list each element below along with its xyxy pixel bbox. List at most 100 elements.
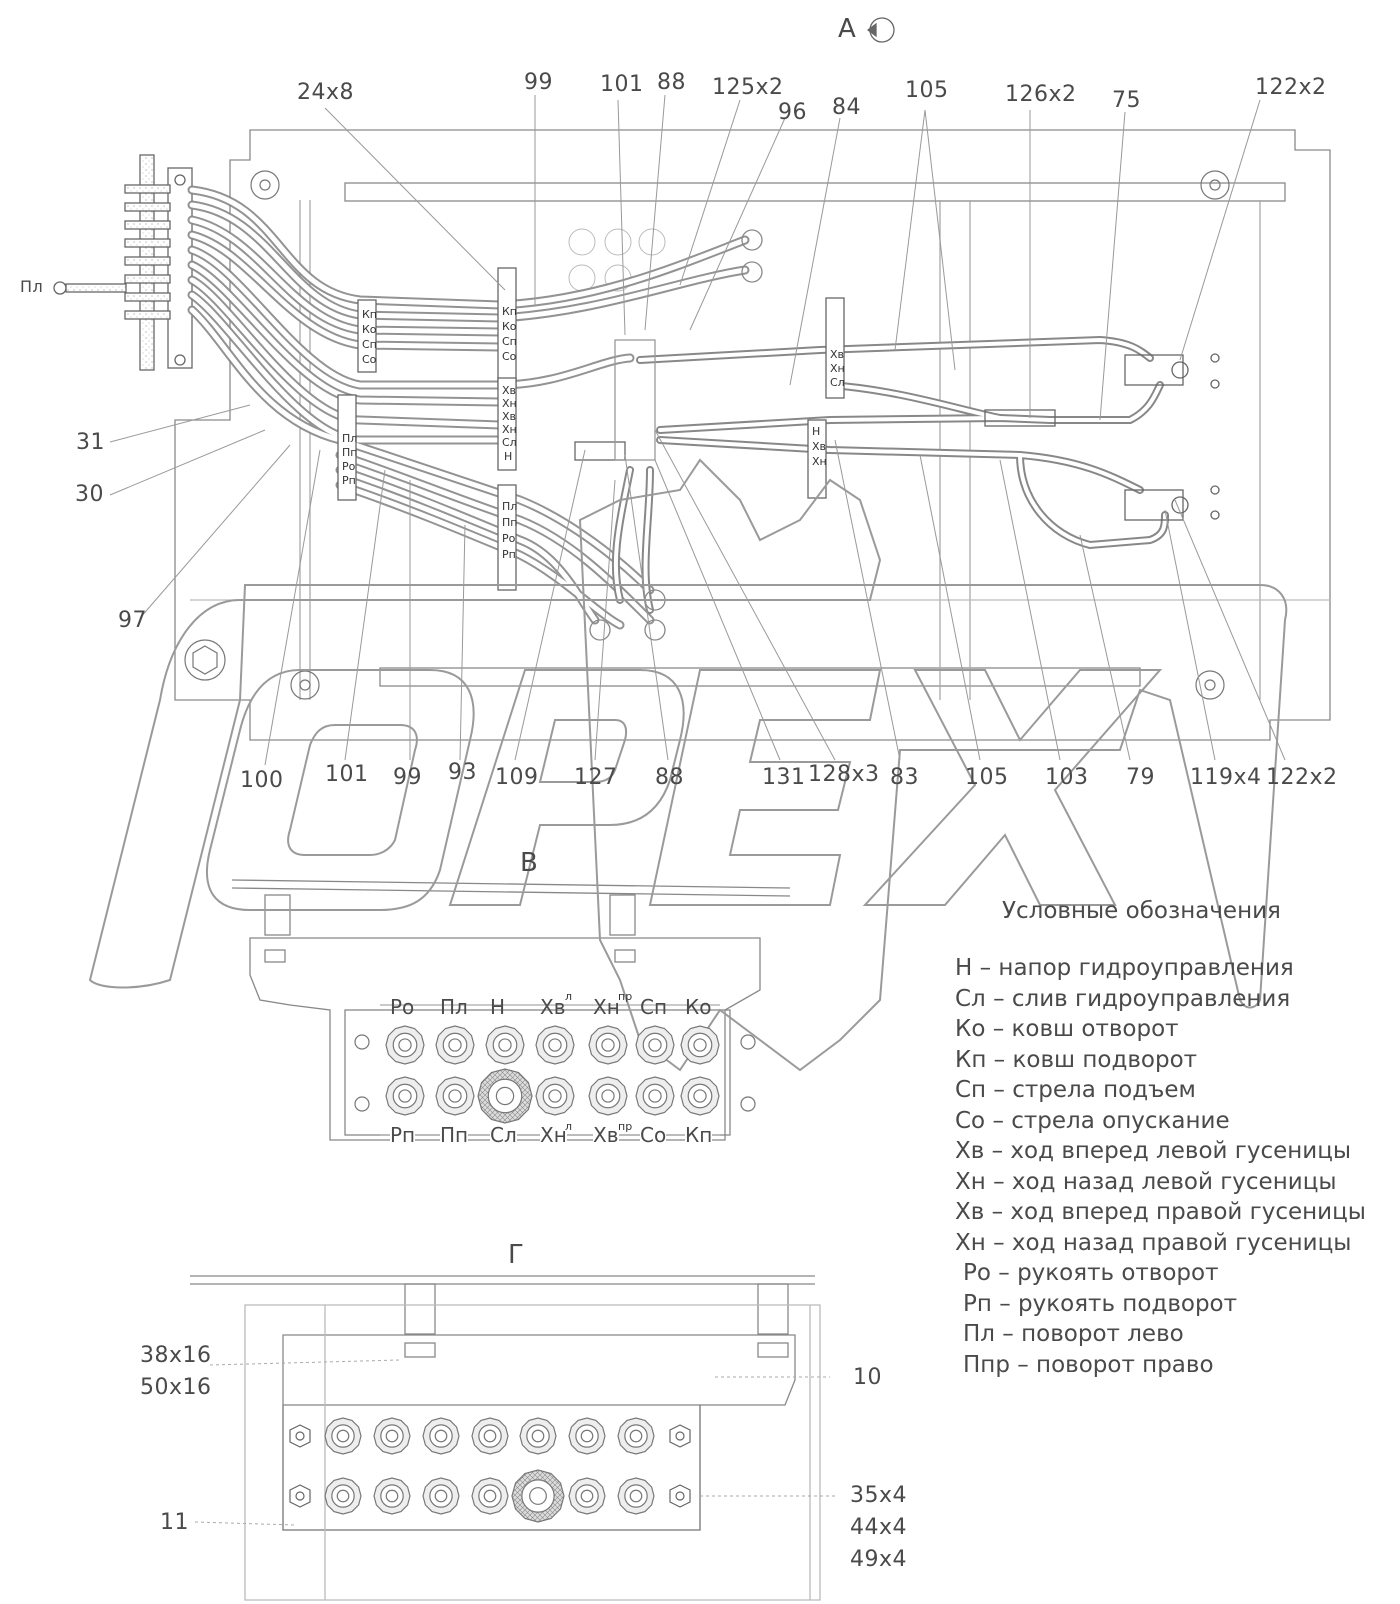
port-label-bottom: Со xyxy=(640,1123,667,1147)
block-tag: Хн xyxy=(502,423,517,436)
callout: 10 xyxy=(853,1365,882,1390)
block-tag: Хн xyxy=(830,362,845,375)
watermark-logo xyxy=(88,458,1288,1072)
block-tag: Со xyxy=(362,353,377,366)
callout: 97 xyxy=(118,608,147,633)
port-label-bottom: Сл xyxy=(490,1123,517,1147)
callout: 119x4 xyxy=(1190,765,1262,790)
block-tag: Хн xyxy=(502,397,517,410)
callout: 105 xyxy=(905,78,949,103)
callout: 30 xyxy=(75,482,104,507)
legend-item: Хв – ход вперед правой гусеницы xyxy=(955,1199,1366,1225)
legend-item: Сп – стрела подъем xyxy=(955,1077,1196,1103)
right-valves xyxy=(574,339,1220,521)
port-label-sup: пр xyxy=(618,990,633,1003)
port-label-bottom: Кп xyxy=(685,1123,713,1147)
port-label-top: Сп xyxy=(640,995,668,1019)
legend-item: Сл – слив гидроуправления xyxy=(955,985,1291,1012)
callout: 79 xyxy=(1126,765,1155,790)
port-label-top: Пл xyxy=(440,995,468,1019)
callout: 44x4 xyxy=(850,1515,908,1540)
legend-title: Условные обозначения xyxy=(1002,898,1281,924)
callout: 125x2 xyxy=(712,75,784,100)
legend-item: Со – стрела опускание xyxy=(955,1107,1230,1134)
callout: 109 xyxy=(495,765,539,790)
callout: 122x2 xyxy=(1266,765,1338,790)
callout: 84 xyxy=(832,95,861,120)
port-label-sup: л xyxy=(565,1120,573,1133)
block-tag: Хв xyxy=(812,440,827,453)
view-v-bolts xyxy=(354,1034,756,1112)
block-tag: Кп xyxy=(362,308,378,321)
legend-item: Ро – рукоять отворот xyxy=(963,1260,1219,1286)
block-tag: Сп xyxy=(502,335,517,348)
block-tag: Сп xyxy=(362,338,377,351)
block-tag: Со xyxy=(502,350,517,363)
legend-item: Рп – рукоять подворот xyxy=(963,1290,1238,1317)
callout: 11 xyxy=(160,1510,189,1535)
block-tag: Рп xyxy=(502,548,516,561)
legend-item: Ппр – поворот право xyxy=(963,1351,1214,1378)
port-label-top: Ро xyxy=(390,995,415,1019)
callout: 31 xyxy=(76,430,105,455)
callout: 50x16 xyxy=(140,1375,212,1400)
callout: 131 xyxy=(762,765,806,790)
callout: 35x4 xyxy=(850,1483,908,1508)
block-tag: Н xyxy=(812,425,821,438)
callout: 99 xyxy=(524,70,553,95)
view-g xyxy=(190,1275,821,1601)
hose-bundle-inner xyxy=(189,187,748,628)
block-tag: Ро xyxy=(502,532,516,545)
legend-item: Хн – ход назад левой гусеницы xyxy=(955,1168,1337,1195)
callout: 96 xyxy=(778,100,807,125)
view-g-bolts xyxy=(289,1424,691,1508)
inlet-flange xyxy=(53,154,193,371)
callout: 101 xyxy=(600,72,644,97)
legend-item: Ко – ковш отворот xyxy=(955,1016,1179,1042)
port-label-top: Н xyxy=(490,995,506,1019)
callout: 127 xyxy=(574,765,618,790)
block-tag: Хв xyxy=(830,348,845,361)
block-tag: Пл xyxy=(502,500,518,513)
callout: 105 xyxy=(965,765,1009,790)
port-label-top: Хв xyxy=(540,995,566,1019)
callout: 24x8 xyxy=(297,80,355,105)
port-label-bottom: Хв xyxy=(593,1123,619,1147)
leader-lines xyxy=(109,94,1286,766)
view-g-label: Г xyxy=(508,1240,524,1270)
block-tag: Хв xyxy=(502,410,517,423)
port-label-bottom: Пп xyxy=(440,1123,469,1147)
port-label-sup: л xyxy=(565,990,573,1003)
inlet-tag: Пл xyxy=(20,277,44,296)
block-tag: Хв xyxy=(502,384,517,397)
port-label-bottom: Рп xyxy=(390,1123,416,1147)
callout: 101 xyxy=(325,762,369,787)
block-tag: Кп xyxy=(502,305,518,318)
callout: 128x3 xyxy=(808,762,880,787)
callout: 49x4 xyxy=(850,1547,908,1572)
block-tag: Н xyxy=(504,450,513,463)
right-hoses xyxy=(611,335,1169,614)
callout: 83 xyxy=(890,765,919,790)
view-a-label: А xyxy=(838,14,856,44)
port-label-top: Ко xyxy=(685,995,712,1019)
callout: 88 xyxy=(655,765,684,790)
callout: 122x2 xyxy=(1255,75,1327,100)
block-tag: Пл xyxy=(342,432,358,445)
block-tag: Сл xyxy=(502,436,517,449)
view-a-rotation-icon xyxy=(866,17,895,43)
legend-item: Хн – ход назад правой гусеницы xyxy=(955,1229,1352,1256)
block-tag: Пп xyxy=(502,516,518,529)
block-tag: Хн xyxy=(812,455,827,468)
block-tag: Ро xyxy=(342,460,356,473)
port-label-top: Хн xyxy=(593,995,620,1019)
port-label-sup: пр xyxy=(618,1120,633,1133)
callout: 100 xyxy=(240,768,284,793)
view-v-label: В xyxy=(520,848,538,878)
block-tag: Пп xyxy=(342,446,358,459)
callout: 38x16 xyxy=(140,1343,212,1368)
block-tag: Ко xyxy=(362,323,377,336)
legend-item: Н – напор гидроуправления xyxy=(955,955,1294,981)
port-label-bottom: Хн xyxy=(540,1123,567,1147)
